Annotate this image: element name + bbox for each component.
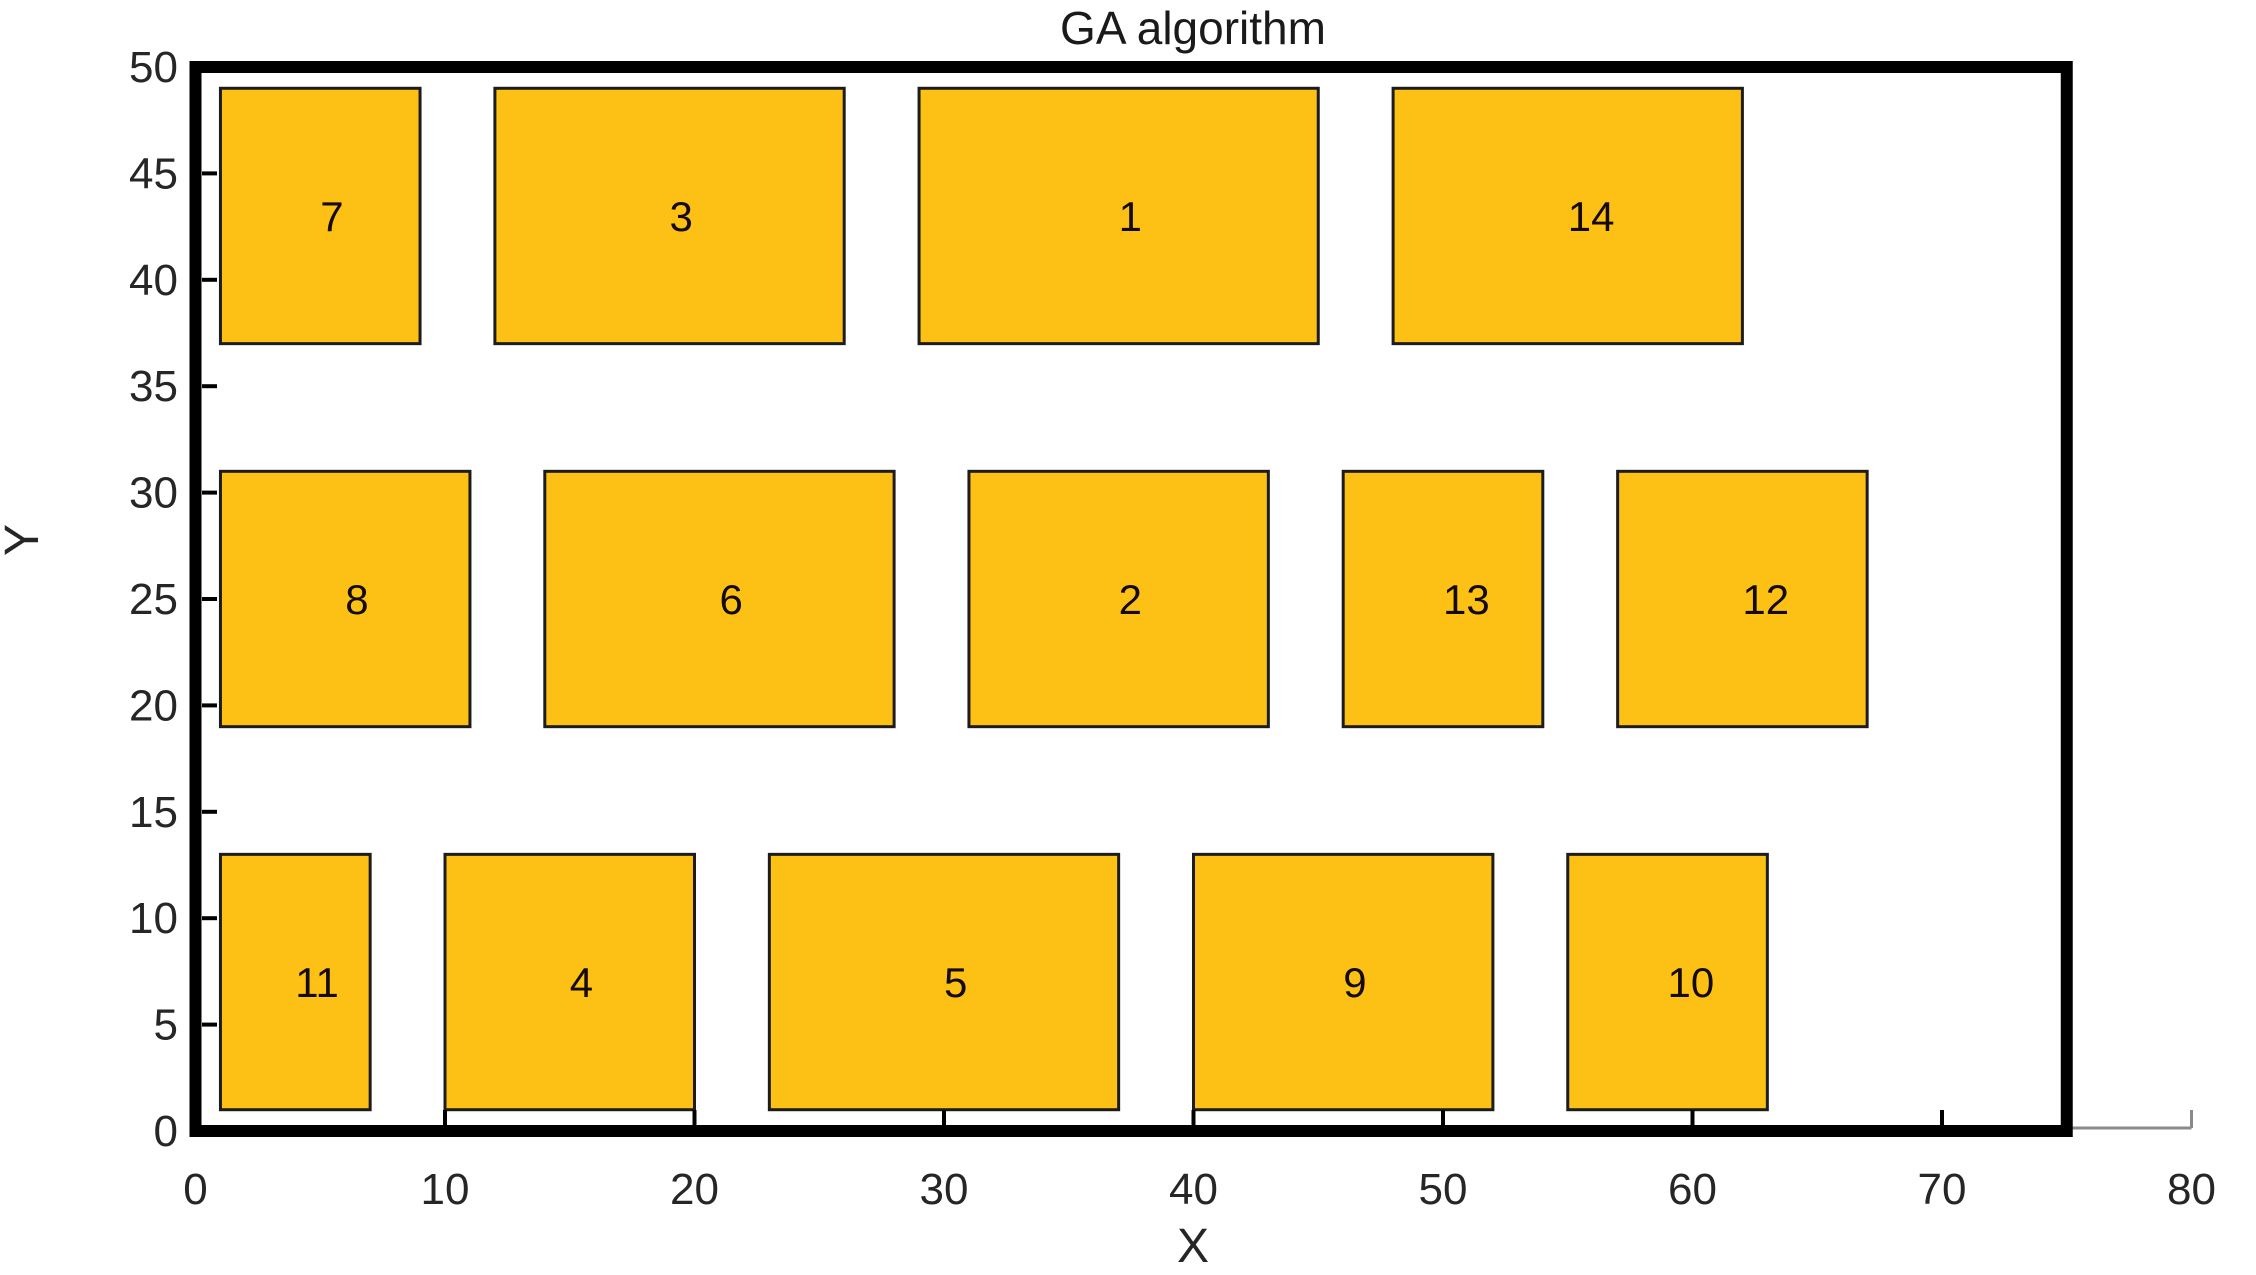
y-tick-label: 5 xyxy=(154,1001,178,1050)
y-tick-label: 35 xyxy=(129,362,178,411)
y-axis-label: Y xyxy=(0,524,49,556)
y-tick-label: 10 xyxy=(129,894,178,943)
packing-rectangle-label: 3 xyxy=(670,193,693,240)
packing-rectangle-label: 11 xyxy=(295,959,339,1006)
packing-rectangle xyxy=(1566,852,1769,1112)
packing-rectangle xyxy=(1616,469,1869,729)
x-tick-label: 20 xyxy=(670,1165,719,1214)
y-tick-label: 30 xyxy=(129,469,178,518)
packing-rectangle-label: 10 xyxy=(1668,959,1715,1006)
y-tick-label: 20 xyxy=(129,681,178,730)
chart-title: GA algorithm xyxy=(1060,2,1326,54)
packing-rectangle-label: 13 xyxy=(1443,576,1490,623)
packing-rectangle-label: 8 xyxy=(345,576,368,623)
x-tick-label: 50 xyxy=(1419,1165,1468,1214)
packing-rectangle-label: 7 xyxy=(320,193,343,240)
packing-rectangle xyxy=(218,86,422,346)
x-tick-label: 10 xyxy=(421,1165,470,1214)
x-tick-label: 60 xyxy=(1668,1165,1717,1214)
y-tick-label: 15 xyxy=(129,788,178,837)
packing-rectangle-label: 2 xyxy=(1119,576,1142,623)
packing-rectangle xyxy=(767,852,1121,1112)
packing-rectangle xyxy=(1192,852,1495,1112)
x-axis-label: X xyxy=(1177,1220,1209,1273)
packing-rectangle xyxy=(218,469,472,729)
y-tick-label: 45 xyxy=(129,149,178,198)
packing-rectangle-label: 4 xyxy=(570,959,593,1006)
x-tick-label: 0 xyxy=(183,1165,207,1214)
packing-rectangle-label: 9 xyxy=(1343,959,1366,1006)
packing-rectangle xyxy=(1391,86,1744,346)
x-tick-label: 40 xyxy=(1169,1165,1218,1214)
packing-rectangle xyxy=(218,852,372,1112)
y-tick-label: 50 xyxy=(129,43,178,92)
packing-rectangle-label: 6 xyxy=(719,576,742,623)
y-tick-label: 0 xyxy=(154,1107,178,1156)
x-tick-label: 70 xyxy=(1918,1165,1967,1214)
packing-rectangle xyxy=(543,469,896,729)
container-border xyxy=(189,61,2073,1137)
y-tick-label: 25 xyxy=(129,575,178,624)
packing-rectangle xyxy=(917,86,1320,346)
y-tick-label: 40 xyxy=(129,256,178,305)
packing-rectangle-label: 5 xyxy=(944,959,967,1006)
packing-rectangle-label: 12 xyxy=(1742,576,1789,623)
packing-rectangle xyxy=(493,86,846,346)
packing-rectangle xyxy=(443,852,696,1112)
packing-rectangle-label: 1 xyxy=(1119,193,1142,240)
packing-rectangle-label: 14 xyxy=(1568,193,1615,240)
x-tick-label: 30 xyxy=(920,1165,969,1214)
packing-rectangle xyxy=(967,469,1270,729)
packing-rectangle xyxy=(1341,469,1545,729)
x-tick-label: 80 xyxy=(2167,1165,2216,1214)
